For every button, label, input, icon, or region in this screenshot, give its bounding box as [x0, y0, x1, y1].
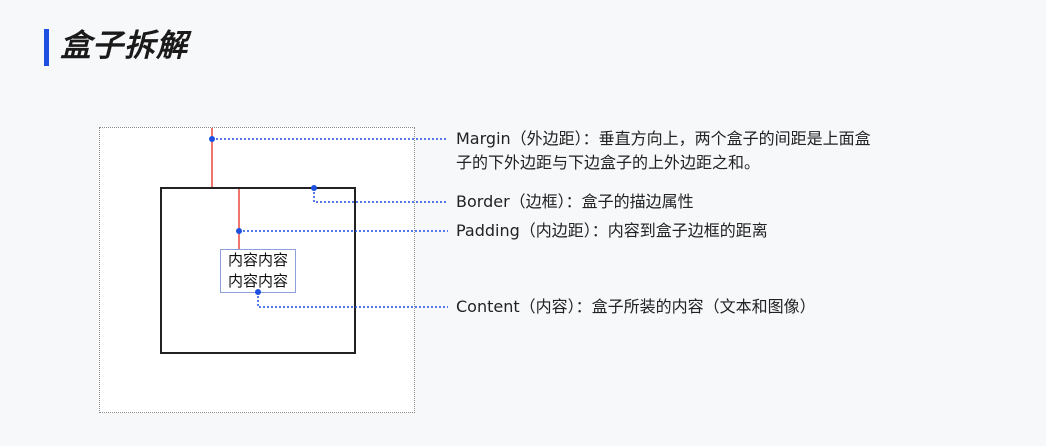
- margin-annotation-line-1: Margin（外边距）：垂直方向上，两个盒子的间距是上面盒: [456, 129, 871, 148]
- content-connector: [257, 292, 448, 308]
- content-annotation: Content（内容）：盒子所装的内容（文本和图像）: [456, 297, 816, 316]
- margin-annotation: Margin（外边距）：垂直方向上，两个盒子的间距是上面盒 子的下外边距与下边盒…: [456, 127, 871, 175]
- border-dot: [311, 185, 317, 191]
- content-area: 内容内容 内容内容: [220, 249, 296, 293]
- margin-annotation-line-2: 子的下外边距与下边盒子的上外边距之和。: [456, 153, 761, 172]
- padding-dot: [236, 228, 242, 234]
- padding-annotation: Padding（内边距）：内容到盒子边框的距离: [456, 221, 768, 240]
- title-accent-bar: [44, 29, 49, 66]
- content-text-line-1: 内容内容: [227, 251, 288, 269]
- content-dot: [255, 289, 261, 295]
- content-text-line-2: 内容内容: [227, 272, 288, 290]
- margin-dot: [209, 136, 215, 142]
- border-connector: [313, 188, 448, 203]
- page-title: 盒子拆解: [60, 28, 188, 64]
- border-annotation: Border（边框）：盒子的描边属性: [456, 192, 694, 211]
